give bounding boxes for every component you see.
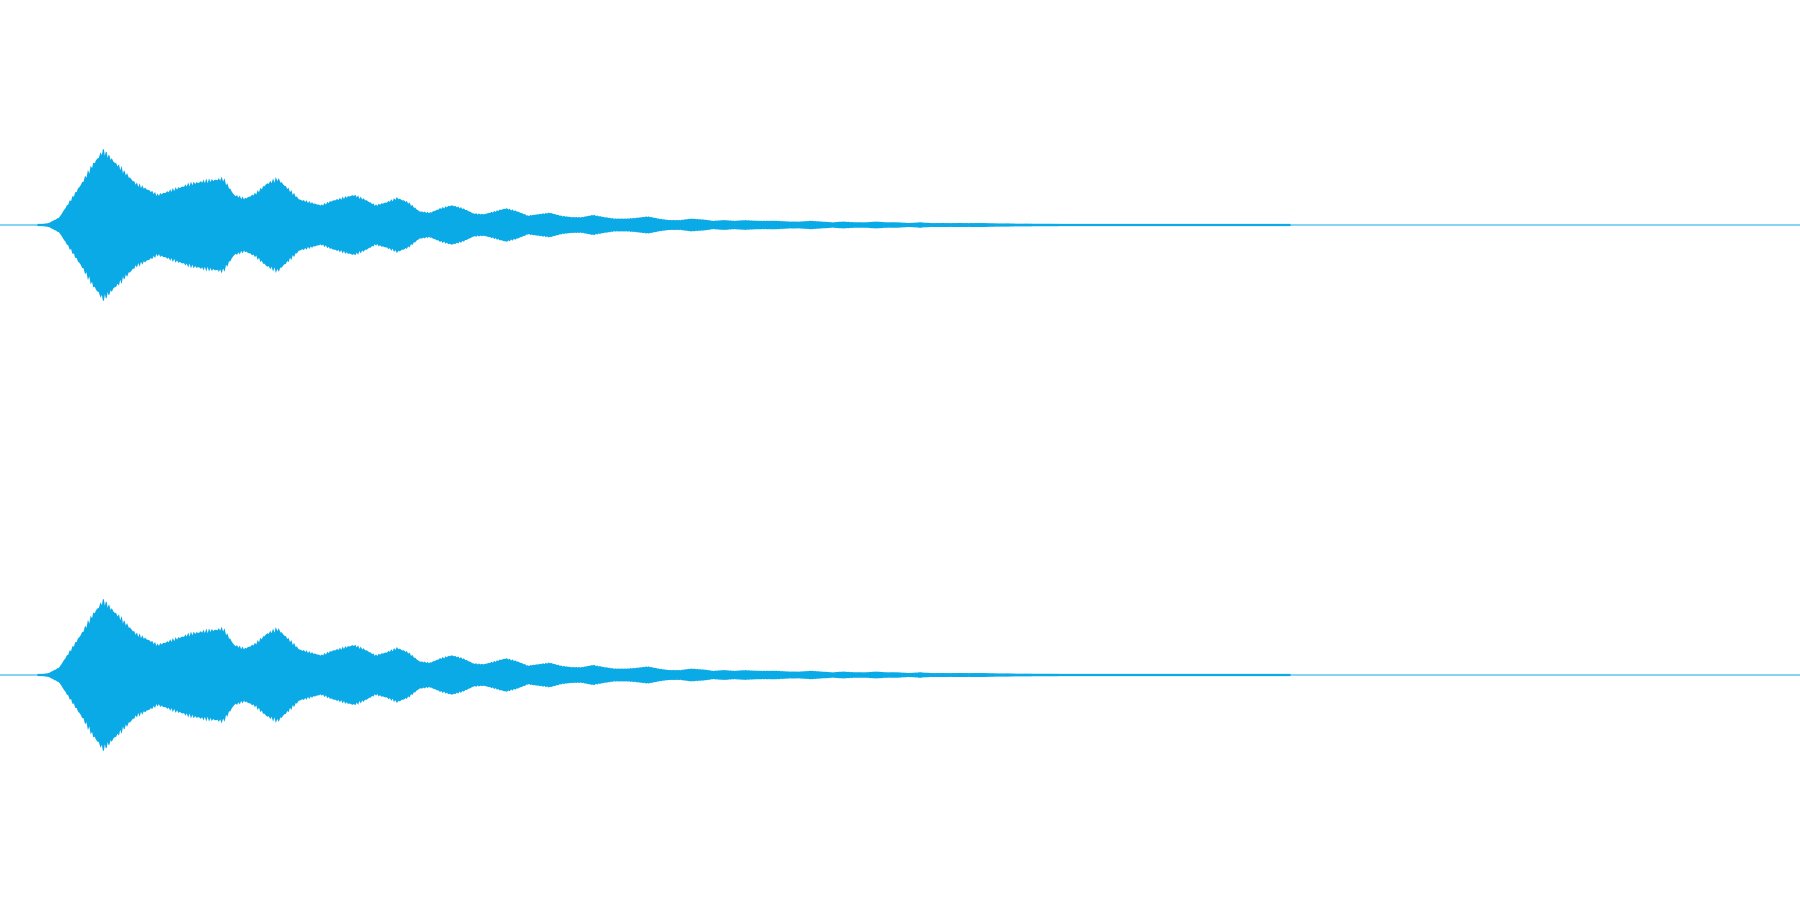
waveform-channel-1-plot	[0, 149, 1800, 301]
channel-1-waveform	[37, 149, 1291, 301]
waveform-channel-2-plot	[0, 599, 1800, 751]
waveform-channel-2[interactable]	[0, 450, 1800, 900]
channel-2-waveform	[37, 599, 1291, 751]
waveform-channel-1[interactable]	[0, 0, 1800, 450]
